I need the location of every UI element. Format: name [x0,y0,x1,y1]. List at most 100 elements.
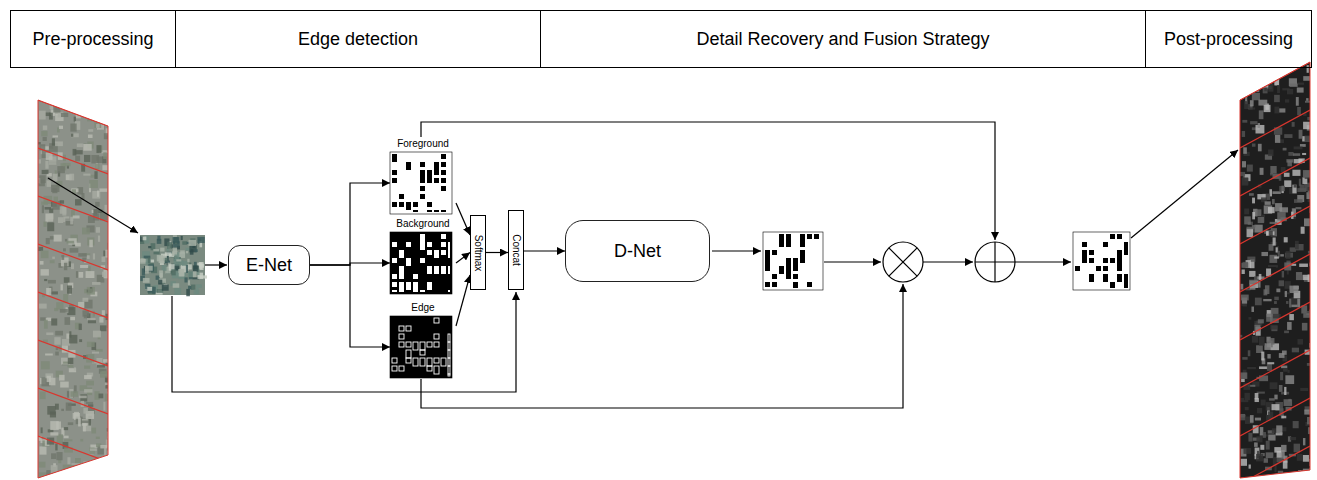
edge-map [399,326,404,331]
edge-map [448,374,450,376]
refined-map [807,234,812,239]
node-label: Edge [390,302,456,314]
input-image-strip [47,180,52,187]
image-patch [158,280,162,285]
output-image-strip [1283,148,1287,151]
image-patch [189,240,197,246]
output-image-strip [1282,271,1284,278]
background-map [399,290,404,292]
output-image-strip [1265,201,1271,205]
output-image-strip [1267,362,1274,364]
output-image-strip [1292,122,1295,127]
input-image-strip [102,272,106,277]
refined-map [786,234,791,242]
edge-map [434,318,439,323]
output-image-strip [1297,299,1300,308]
output-image-strip [1276,247,1278,252]
output-image-strip [1281,416,1286,419]
input-image-strip [103,359,111,363]
edge-map [420,342,425,350]
connector [486,252,508,253]
output-image-strip [1258,217,1264,223]
output-image-strip [1263,71,1265,75]
input-image-strip [79,324,82,330]
output-image-strip [1303,438,1305,445]
image-patch [173,237,179,243]
input-image-strip [78,272,83,278]
output-image-strip [1244,216,1251,224]
output-image-strip [1242,269,1245,274]
refined-map [772,282,777,287]
output-image-strip [1290,437,1296,440]
output-image-strip [1291,297,1297,305]
output-image-strip [1259,110,1264,119]
output-image-strip [1252,143,1256,146]
flow-line [48,122,1238,408]
input-image-strip [88,416,91,418]
output-image-strip [1260,445,1264,450]
input-image-strip [87,255,90,259]
output-image-strip [1263,432,1266,438]
flow-line [1131,150,1238,238]
stage-header: Pre-processing [10,10,175,68]
input-image-strip [80,467,84,476]
output-image-strip [1270,382,1278,389]
input-image-strip [75,150,83,154]
output-image-strip [1243,72,1246,79]
input-image-strip [83,101,91,107]
output-image-strip [1260,168,1264,175]
refined-map [786,274,791,279]
edge-map [390,316,452,378]
input-image-strip [83,144,91,151]
output-image-strip [1240,372,1247,378]
output-image-strip [1240,254,1310,292]
connector [310,183,390,265]
input-image-strip [47,376,51,382]
final-map [1082,242,1087,247]
input-image-strip [53,174,58,182]
network-box: E-Net [228,245,310,285]
output-image-strip [1264,105,1271,112]
input-image-strip [68,474,72,476]
final-map [1082,250,1087,258]
foreground-map [434,178,439,183]
input-image-strip [55,141,63,146]
output-image-strip [1273,238,1276,246]
input-image-strip [61,113,68,117]
output-image-strip [1285,291,1287,297]
flow-line [48,178,138,233]
output-image-strip [1284,237,1288,242]
input-image-strip [104,448,106,455]
output-image-strip [1288,152,1293,156]
background-map [392,274,397,279]
input-image-strip [102,165,107,170]
input-image-strip [47,406,55,415]
image-patch [193,271,197,277]
input-image-strip [45,354,53,356]
final-map [1117,266,1122,271]
edge-map [448,342,450,350]
input-image-strip [94,171,97,179]
foreground-map [420,162,425,167]
output-image-strip [1297,454,1303,461]
edge-map [448,334,450,342]
input-image-strip [108,423,111,430]
input-image-strip [57,434,63,443]
background-map [399,274,404,279]
refined-map [772,274,777,279]
input-image-strip [83,422,86,431]
flow-line [1015,261,1071,262]
output-image-strip [1281,366,1287,369]
final-map [1096,266,1101,271]
foreground-map [427,210,432,212]
output-image-strip [1311,94,1317,98]
background-map [448,250,450,258]
background-map [441,242,446,247]
input-image-strip [76,271,78,278]
output-image-strip [1308,251,1315,254]
foreground-map [441,210,446,212]
input-image-strip [108,280,111,283]
output-image-strip [1301,474,1307,477]
image-patch [143,278,150,283]
output-image-strip [1307,65,1309,73]
